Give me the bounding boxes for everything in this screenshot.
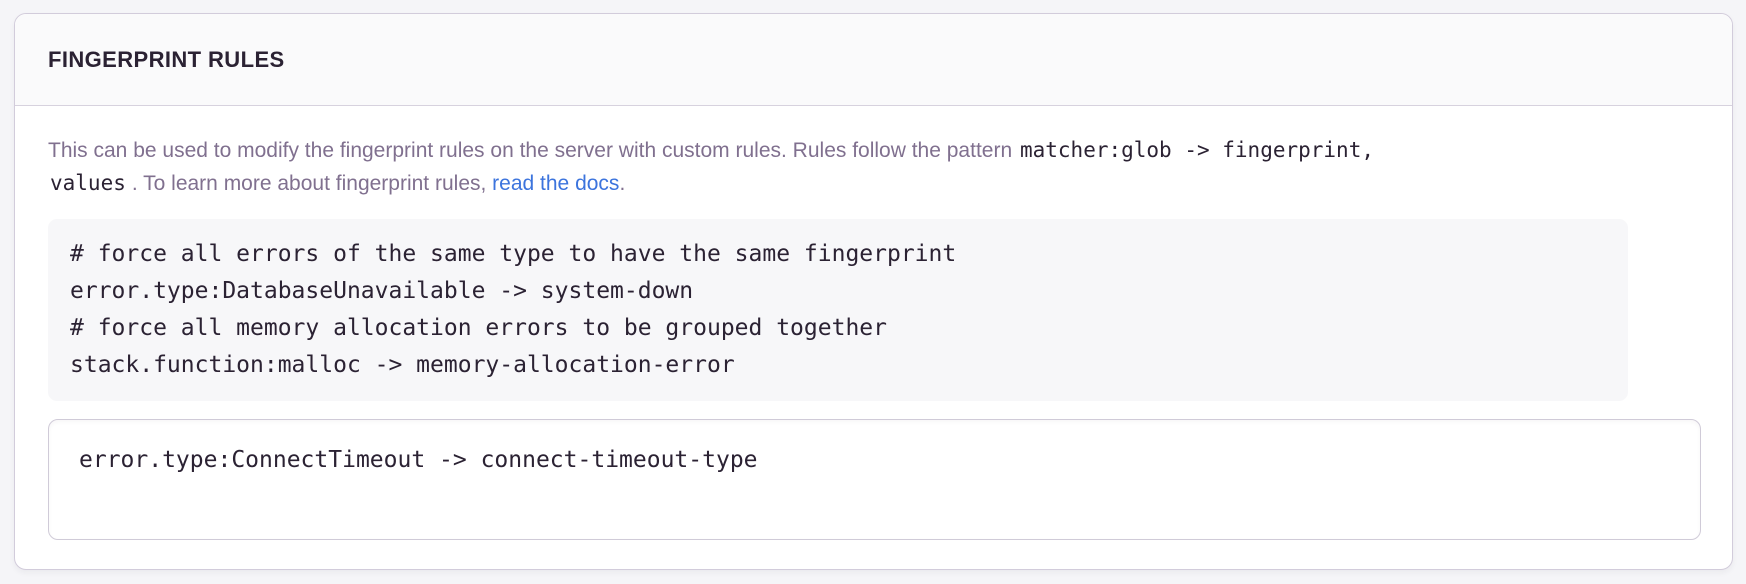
example-rules-block: # force all errors of the same type to h… [48,219,1628,401]
pattern-code-part2: values [50,171,126,195]
panel-body: This can be used to modify the fingerpri… [15,106,1732,569]
help-text-after-code: . To learn more about fingerprint rules, [131,172,487,195]
fingerprint-rules-panel: FINGERPRINT RULES This can be used to mo… [14,13,1733,570]
example-code-line: stack.function:malloc -> memory-allocati… [70,352,735,378]
help-text-end: . [619,172,626,195]
example-code-line: # force all memory allocation errors to … [70,315,887,341]
help-text: This can be used to modify the fingerpri… [48,134,1699,200]
help-text-intro: This can be used to modify the fingerpri… [48,139,1013,162]
read-the-docs-link[interactable]: read the docs [492,172,620,195]
pattern-code-part1: matcher:glob -> fingerprint, [1019,138,1374,162]
example-code-line: # force all errors of the same type to h… [70,241,957,267]
panel-header: FINGERPRINT RULES [15,14,1732,106]
panel-title: FINGERPRINT RULES [48,46,285,72]
fingerprint-rules-input[interactable]: error.type:ConnectTimeout -> connect-tim… [48,419,1701,540]
example-code-line: error.type:DatabaseUnavailable -> system… [70,278,694,304]
